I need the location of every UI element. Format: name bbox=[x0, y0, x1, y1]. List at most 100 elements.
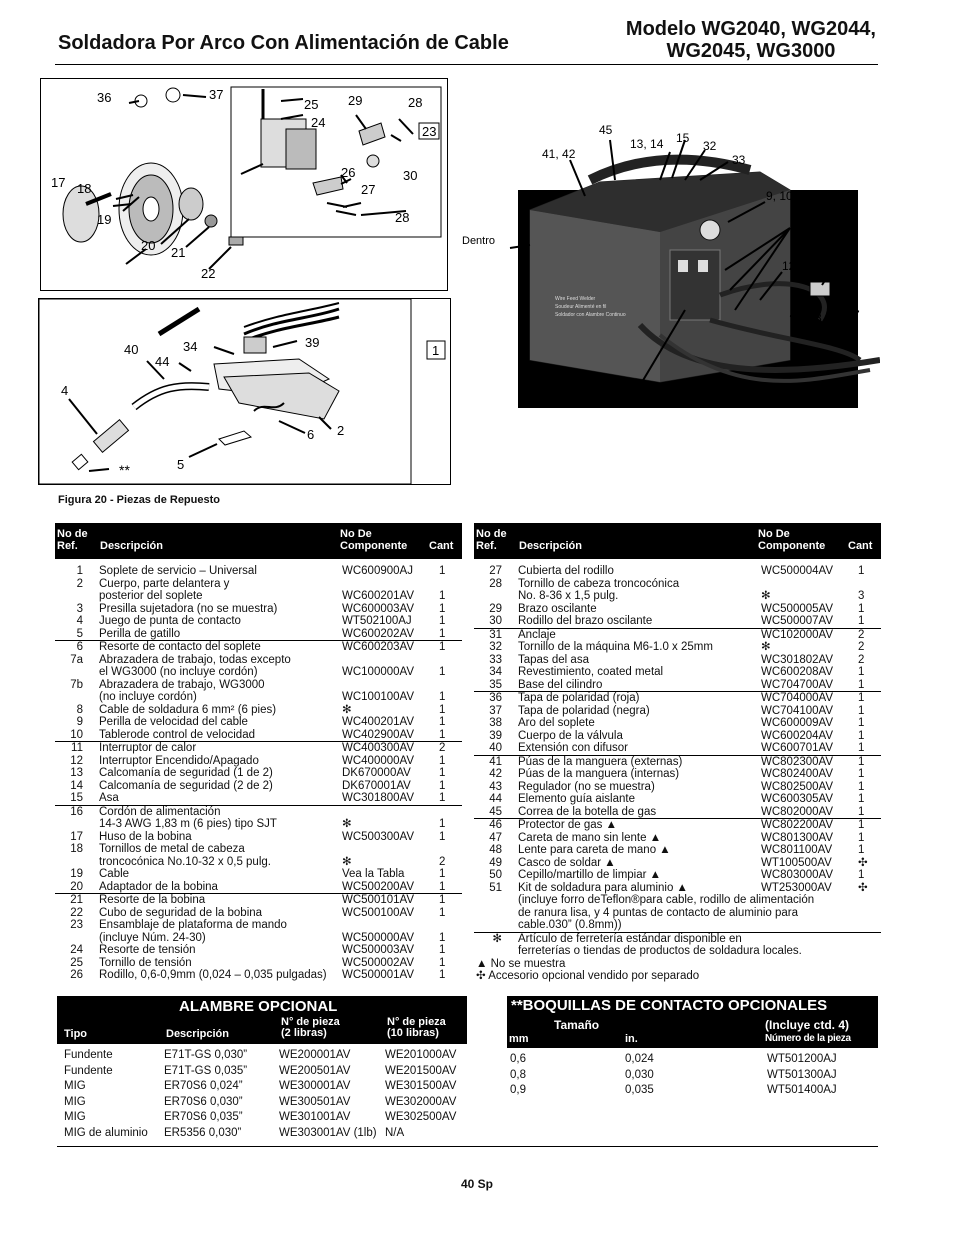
parts-cell-ref: 6 bbox=[76, 641, 83, 653]
wire-cell-desc: E71T-GS 0,030” bbox=[164, 1049, 248, 1061]
parts-cell-part: WC600003AV bbox=[342, 602, 415, 615]
wire-cell-p2: WE200001AV bbox=[279, 1049, 351, 1061]
wire-table-title: ALAMBRE OPCIONAL bbox=[179, 998, 338, 1015]
parts-table-left-body: 1 Soplete de servicio – Universal WC600900… bbox=[55, 559, 462, 982]
wire-cell-p2: WE300501AV bbox=[279, 1095, 351, 1108]
parts-cell-ref: 20 bbox=[70, 880, 83, 893]
callout-28-top: 28 bbox=[408, 95, 422, 110]
parts-cell-part: WC600009AV bbox=[761, 717, 834, 729]
parts-cell-desc: Tapa de polaridad (roja) bbox=[518, 692, 640, 704]
tip-cell-mm: 0,8 bbox=[510, 1068, 526, 1081]
parts-cell-qty: 2 bbox=[858, 641, 865, 653]
page-title: Soldadora Por Arco Con Alimentación de C… bbox=[58, 32, 509, 54]
parts-cell-ref: 46 bbox=[489, 819, 502, 831]
parts-cell-ref: 4 bbox=[76, 615, 83, 627]
wire-cell-desc: ER70S6 0,030” bbox=[164, 1095, 243, 1108]
parts-row: 1 Soplete de servicio – Universal WC600900… bbox=[55, 565, 462, 578]
parts-cell-ref: 8 bbox=[76, 703, 83, 716]
parts-cell-desc: Púas de la manguera (externas) bbox=[518, 755, 683, 768]
tip-cell-part: WT501400AJ bbox=[767, 1084, 837, 1096]
header-qty: Cant bbox=[429, 540, 454, 552]
wire-cell-p10: WE201500AV bbox=[385, 1064, 457, 1077]
parts-cell-ref: 1 bbox=[76, 565, 83, 577]
callout-24: 24 bbox=[311, 115, 325, 130]
parts-cell-part: WC600701AV bbox=[761, 742, 834, 754]
wire-cell-type: Fundente bbox=[64, 1049, 113, 1061]
parts-cell-qty: ✣ bbox=[858, 881, 868, 894]
parts-table-left: No de Ref. Descripción No De Componente … bbox=[55, 523, 462, 982]
callout-2: 2 bbox=[337, 423, 344, 438]
parts-cell-ref: 34 bbox=[489, 666, 502, 678]
wire-cell-type: MIG bbox=[64, 1080, 86, 1092]
wire-cell-p2: WE200501AV bbox=[279, 1064, 351, 1077]
parts-cell-desc: Cuerpo, parte delantera y bbox=[99, 577, 230, 590]
parts-cell-ref: 12 bbox=[70, 754, 83, 767]
parts-cell-ref: 22 bbox=[70, 906, 83, 919]
parts-cell-qty: 1 bbox=[858, 869, 865, 881]
callout-1: 1 bbox=[432, 343, 439, 358]
callout-39: 39 bbox=[305, 335, 319, 350]
callout-41-42: 41, 42 bbox=[542, 147, 576, 161]
parts-cell-qty: 2 bbox=[858, 653, 865, 666]
parts-cell-desc: Cable bbox=[99, 868, 130, 880]
parts-cell-qty: 1 bbox=[439, 691, 446, 703]
parts-cell-part: Vea la Tabla bbox=[342, 868, 405, 880]
parts-cell-desc: Tornillo de cabeza troncocónica bbox=[518, 577, 680, 590]
parts-cell-desc: Cubo de seguridad de la bobina bbox=[99, 906, 263, 919]
wire-cell-type: MIG de aluminio bbox=[64, 1126, 148, 1139]
model-title-line2: WG2045, WG3000 bbox=[666, 40, 836, 62]
parts-cell-part: ✻ bbox=[342, 818, 352, 830]
parts-cell-desc: Revestimiento, coated metal bbox=[518, 666, 664, 678]
parts-cell-ref: 26 bbox=[70, 969, 83, 981]
parts-cell-desc: Cepillo/martillo de limpiar ▲ bbox=[518, 869, 662, 881]
parts-cell-qty: 1 bbox=[858, 768, 865, 780]
parts-cell-qty: 1 bbox=[439, 641, 446, 653]
tip-cell-mm: 0,6 bbox=[510, 1053, 526, 1065]
parts-cell-ref: 48 bbox=[489, 844, 502, 856]
parts-cell-part: WC400000AV bbox=[342, 754, 415, 767]
parts-cell-part: WT253000AV bbox=[761, 881, 832, 894]
parts-cell-desc: Cable de soldadura 6 mm² (6 pies) bbox=[99, 703, 277, 716]
parts-row: ✻Artículo de ferretería estándar disponi… bbox=[474, 931, 881, 946]
wire-cell-p2: WE300001AV bbox=[279, 1080, 351, 1092]
parts-cell-part: WT100500AV bbox=[761, 856, 832, 869]
parts-cell-part: WC704700AV bbox=[761, 678, 834, 691]
parts-cell-part: DK670001AV bbox=[342, 779, 411, 792]
parts-cell-ref: 51 bbox=[489, 881, 502, 894]
parts-cell-ref: 17 bbox=[70, 830, 83, 843]
parts-cell-qty: 1 bbox=[439, 956, 446, 969]
parts-cell-desc: Soplete de servicio – Universal bbox=[99, 565, 257, 577]
parts-cell-qty: 2 bbox=[439, 742, 446, 754]
tips-table-title: **BOQUILLAS DE CONTACTO OPCIONALES bbox=[511, 997, 828, 1014]
parts-cell-qty: 1 bbox=[439, 818, 446, 830]
parts-cell-part: WC500001AV bbox=[342, 969, 415, 981]
callout-7: 7 bbox=[853, 308, 860, 322]
parts-cell-ref: 3 bbox=[76, 602, 83, 615]
header-part: No De Componente bbox=[340, 528, 408, 552]
callout-15: 15 bbox=[676, 131, 690, 145]
parts-row: cable.030” (0.8mm)) bbox=[474, 919, 881, 932]
parts-cell-ref: 32 bbox=[489, 641, 502, 653]
callout-5: 5 bbox=[177, 457, 184, 472]
parts-cell-part: WC600900AJ bbox=[342, 565, 413, 577]
parts-cell-qty: 1 bbox=[858, 844, 865, 856]
parts-cell-qty: 1 bbox=[858, 831, 865, 844]
callout-17: 17 bbox=[51, 175, 65, 190]
callout-45: 45 bbox=[599, 123, 613, 137]
tip-cell-part: WT501300AJ bbox=[767, 1068, 837, 1081]
parts-cell-ref: 25 bbox=[70, 956, 83, 969]
